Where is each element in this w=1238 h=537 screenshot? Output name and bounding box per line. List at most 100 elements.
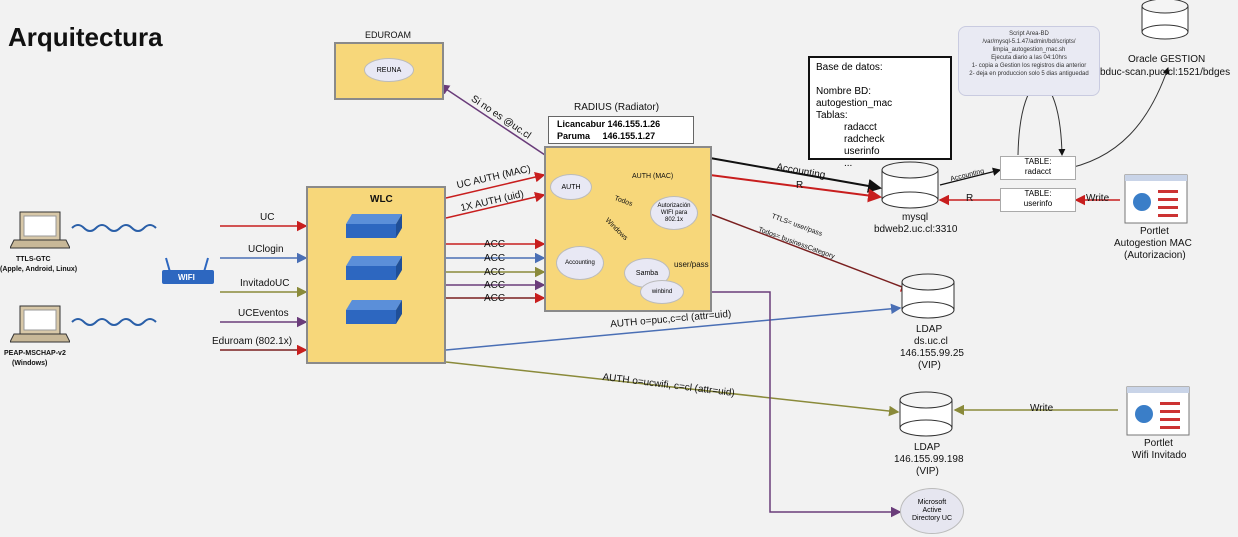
- edge-accounting: [709, 157, 882, 193]
- edge-ttls: [699, 209, 912, 292]
- edge-si-no-es: [438, 84, 561, 166]
- note-line: limpia_autogestion_mac.sh: [992, 47, 1066, 53]
- edge-uc-auth-mac: [445, 171, 546, 199]
- portlet-wifi-line: Portlet: [1144, 438, 1173, 449]
- ldap1-line: (VIP): [918, 360, 941, 371]
- acc-label: ACC: [484, 239, 506, 250]
- db-line: Tablas:: [816, 110, 848, 121]
- switch-icon: [346, 214, 402, 238]
- ssid-uc: UC: [260, 212, 275, 223]
- oracle-line1: Oracle GESTION: [1128, 54, 1206, 65]
- portlet-icon: [1126, 386, 1190, 436]
- wave-1: [71, 224, 157, 232]
- ldap1-line: LDAP: [916, 324, 943, 335]
- note-line: 1- copia a Gestion los registros dia ant…: [971, 63, 1087, 69]
- edge-label-write2: Write: [1030, 403, 1054, 414]
- edge-accounting2: [939, 167, 1002, 186]
- accounting-node: Accounting: [556, 246, 604, 280]
- edge-1x-auth: [445, 191, 546, 219]
- windows-label: Windows: [603, 216, 629, 243]
- ad-line: Active: [922, 507, 942, 514]
- reuna-node: REUNA: [364, 58, 414, 82]
- table-label: TABLE:: [1024, 157, 1052, 166]
- database-icon: [1141, 0, 1189, 40]
- script-note: Script Area-BD /var/mysql-5.1.47/admin/b…: [958, 26, 1100, 96]
- database-icon: [899, 391, 953, 437]
- edge-label-write1: Write: [1086, 193, 1110, 204]
- wlc-label: WLC: [370, 194, 393, 205]
- db-table: radacct: [844, 122, 877, 133]
- note-line: 2- deja en produccion solo 5 dias antigu…: [969, 71, 1089, 77]
- page-title: Arquitectura: [8, 22, 163, 52]
- ssid-eventos: UCEventos: [238, 308, 289, 319]
- laptop-icon: [10, 211, 70, 249]
- table-label: TABLE:: [1024, 189, 1052, 198]
- oracle-line2: bduc-scan.puc.cl:1521/bdges: [1100, 67, 1231, 78]
- client-1-line1: TTLS-GTC: [16, 256, 51, 263]
- db-table: ...: [844, 158, 853, 169]
- ssid-uclogin: UClogin: [248, 244, 284, 255]
- database-icon: [901, 273, 955, 319]
- ldap1-line: ds.uc.cl: [914, 336, 948, 347]
- mysql-line1: mysql: [902, 212, 929, 223]
- db-line: Nombre BD: autogestion_mac: [816, 86, 893, 109]
- edge-auth-puc: [445, 303, 902, 351]
- auth-node: AUTH: [550, 174, 592, 200]
- wifi-label: WIFI: [178, 273, 195, 282]
- acc-label: ACC: [484, 280, 506, 291]
- ad-line: Directory UC: [911, 515, 953, 522]
- user-pass-label: user/pass: [674, 260, 709, 269]
- server-name: Licancabur: [557, 119, 606, 129]
- edge-winbind: [690, 291, 902, 518]
- edge-label-r2: R: [966, 193, 974, 204]
- portlet-icon: [1124, 174, 1188, 224]
- acc-label: ACC: [484, 267, 506, 278]
- radius-box: AUTH Autorización WIFI para 802.1x Accou…: [544, 146, 712, 312]
- note-line: /var/mysql-5.1.47/admin/bd/scripts/: [982, 39, 1076, 45]
- portlet-mac-line: (Autorizacion): [1124, 250, 1186, 261]
- note-line: Ejecuta diario a las 04:10hrs: [991, 55, 1067, 61]
- table-name: radacct: [1024, 167, 1052, 176]
- database-icon: [881, 161, 939, 209]
- client-1-line2: (Apple, Android, Linux): [0, 266, 78, 273]
- ldap2-line: (VIP): [916, 466, 939, 477]
- edge-label-r1: R: [796, 180, 804, 191]
- client-2-line2: (Windows): [12, 360, 48, 367]
- ldap1-line: 146.155.99.25: [900, 348, 964, 359]
- db-table: radcheck: [844, 134, 885, 145]
- db-line: Base de datos:: [816, 62, 883, 73]
- table-userinfo: TABLE: userinfo: [1000, 188, 1076, 212]
- acc-label: ACC: [484, 253, 506, 264]
- client-2-line1: PEAP-MSCHAP-v2: [4, 350, 66, 357]
- table-name: userinfo: [1023, 199, 1053, 208]
- switch-icon: [346, 300, 402, 324]
- radius-servers: Licancabur 146.155.1.26 Paruma 146.155.1…: [548, 116, 694, 144]
- portlet-wifi-line: Wifi Invitado: [1132, 450, 1187, 461]
- edge-r1: [709, 174, 882, 203]
- auth-mac-label: AUTH (MAC): [632, 173, 674, 180]
- server-name: Paruma: [557, 131, 591, 141]
- switch-icon: [346, 256, 402, 280]
- curve-oracle: [1059, 67, 1170, 171]
- ssid-eduroam: Eduroam (802.1x): [212, 336, 293, 347]
- wlc-box: WLC: [306, 186, 446, 364]
- wifi-router-icon: [162, 257, 214, 284]
- radius-title: RADIUS (Radiator): [574, 102, 660, 113]
- eduroam-label: EDUROAM: [365, 30, 412, 40]
- wave-2: [71, 318, 157, 326]
- ssid-invitado: InvitadoUC: [240, 278, 290, 289]
- edge-auth-ucwifi: [445, 361, 900, 417]
- database-info-box: Base de datos: Nombre BD: autogestion_ma…: [808, 56, 952, 169]
- eduroam-box: REUNA: [334, 42, 444, 100]
- todos-label: Todos: [613, 195, 634, 208]
- ldap2-line: LDAP: [914, 442, 941, 453]
- db-line: [816, 74, 944, 86]
- server-ip: 146.155.1.27: [602, 131, 656, 141]
- winbind-node: winbind: [640, 280, 684, 304]
- ad-line: Microsoft: [917, 499, 947, 506]
- active-directory-node: Microsoft Active Directory UC: [900, 488, 964, 534]
- ldap2-line: 146.155.99.198: [894, 454, 964, 465]
- note-line: Script Area-BD: [1009, 31, 1049, 37]
